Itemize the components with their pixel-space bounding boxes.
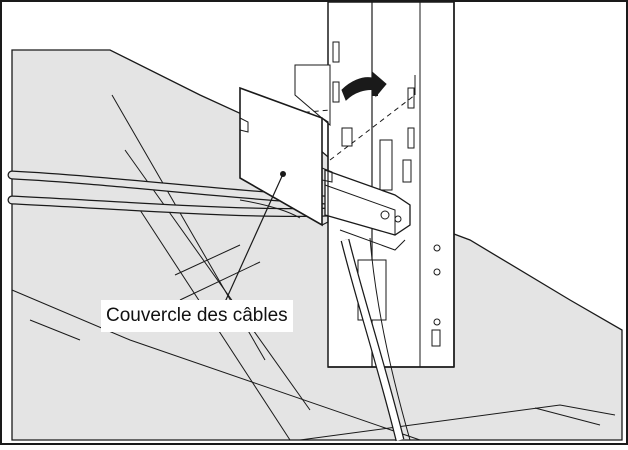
floor-front-edge [11,289,421,441]
vertical-cable [340,237,411,442]
cover-dashed-guide [241,64,416,161]
cable-clamp-bracket [324,169,411,251]
cable-cover-label: Couvercle des câbles [101,300,293,332]
curved-up-arrow-icon [341,70,387,101]
cable-cover-panel [239,86,333,227]
floor-right-edge [299,404,616,441]
floor-corner-edge [534,407,601,426]
callout-leader-line [224,173,284,303]
